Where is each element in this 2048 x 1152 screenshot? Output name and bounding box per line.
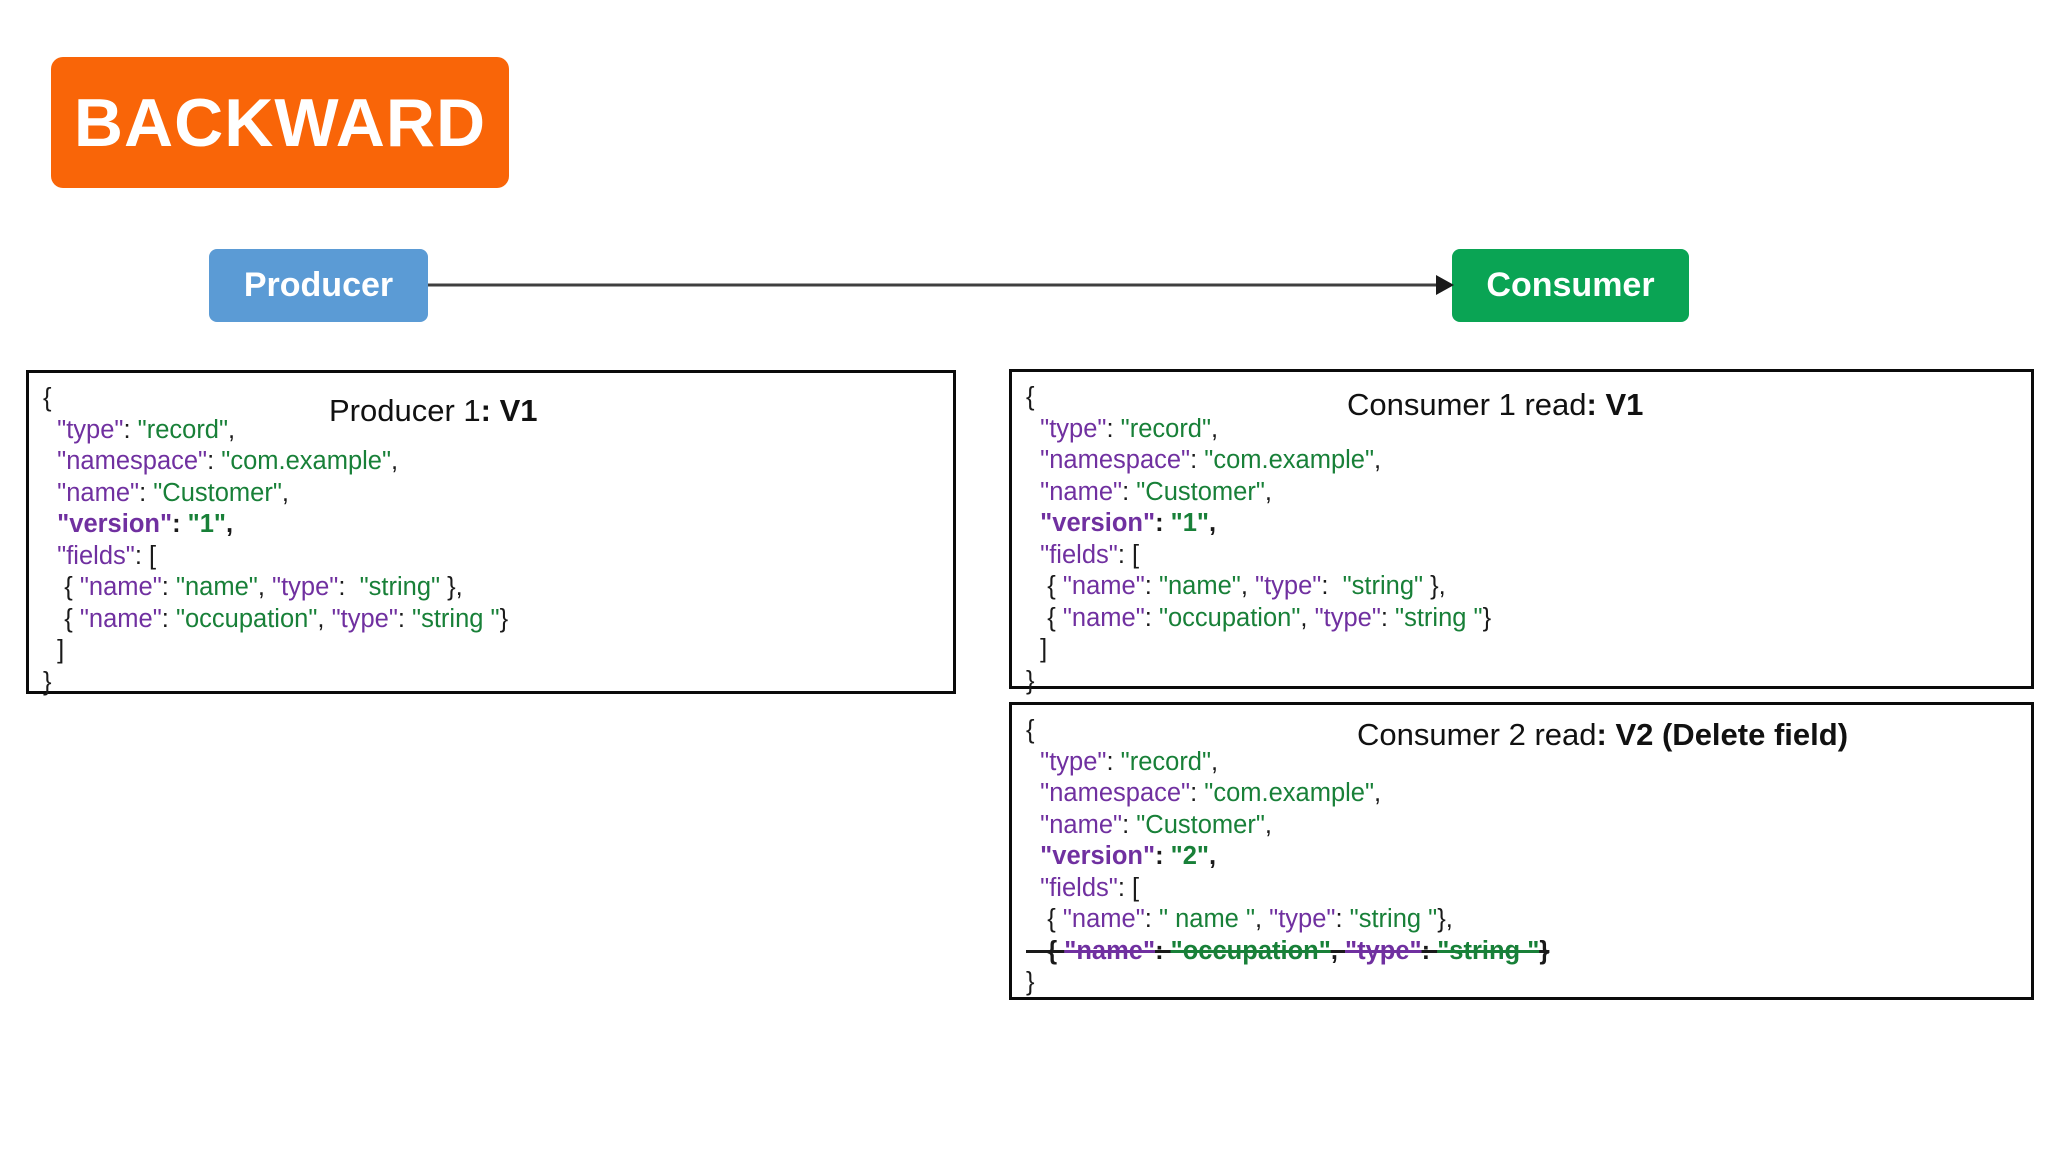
code-line: "version": "1", [43,510,234,538]
code-line: { [43,384,52,412]
consumer2-schema-code: { "type": "record", "namespace": "com.ex… [1026,715,1549,999]
code-line: "namespace": "com.example", [1026,779,1382,807]
producer1-schema-code: { "type": "record", "namespace": "com.ex… [43,383,508,698]
code-line: ] [43,636,65,664]
consumer-label: Consumer [1486,266,1655,304]
producer1-schema-box: Producer 1: V1 { "type": "record", "name… [26,370,956,696]
code-line: "version": "2", [1026,842,1217,870]
code-line: } [1026,666,1035,695]
code-line: { "name": "occupation", "type": "string … [1026,936,1550,965]
consumer2-title-plain: Consumer 2 read [1357,717,1597,752]
code-line: { "name": "occupation", "type": "string … [1026,603,1492,632]
code-line: "namespace": "com.example", [43,447,399,475]
code-line: ] [1026,635,1048,663]
code-line: { "name": " name ", "type": "string "}, [1026,905,1453,933]
code-line: } [43,667,52,696]
code-line: "namespace": "com.example", [1026,446,1382,474]
code-line: "fields": [ [43,541,157,570]
code-line: "type": "record", [1026,747,1219,776]
consumer2-box-title: Consumer 2 read: V2 (Delete field) [1357,717,1848,753]
consumer1-schema-code: { "type": "record", "namespace": "com.ex… [1026,382,1491,697]
producer1-title-plain: Producer 1 [329,393,481,428]
code-line: "name": "Customer", [1026,477,1272,506]
backward-badge-label: BACKWARD [73,84,487,161]
producer1-box-title: Producer 1: V1 [329,393,538,429]
consumer1-title-version: : V1 [1586,387,1644,422]
code-line: "version": "1", [1026,509,1217,537]
producer1-title-version: : V1 [480,393,538,428]
consumer-node: Consumer [1452,249,1689,322]
producer-node: Producer [209,249,428,322]
code-line: "type": "record", [1026,414,1219,443]
code-line: "type": "record", [43,415,236,444]
code-line: { "name": "name", "type": "string" }, [43,573,463,601]
consumer1-title-plain: Consumer 1 read [1347,387,1587,422]
consumer2-title-version: : V2 (Delete field) [1596,717,1849,752]
code-line: "name": "Customer", [43,478,289,507]
backward-compatibility-badge: BACKWARD [51,57,509,188]
producer-to-consumer-arrow [428,262,1454,308]
code-line: { [1026,716,1035,744]
code-line: { "name": "name", "type": "string" }, [1026,572,1446,600]
consumer1-schema-box: Consumer 1 read: V1 { "type": "record", … [1009,369,2034,695]
code-line: } [1026,968,1035,996]
code-line: "fields": [ [1026,873,1140,902]
producer-label: Producer [243,266,394,304]
consumer1-box-title: Consumer 1 read: V1 [1347,387,1643,423]
consumer2-schema-box: Consumer 2 read: V2 (Delete field) { "ty… [1009,702,2034,1000]
code-line: { [1026,383,1035,411]
code-line: { "name": "occupation", "type": "string … [43,604,509,633]
arrow-icon [428,275,1454,295]
code-line: "name": "Customer", [1026,810,1272,839]
code-line: "fields": [ [1026,540,1140,569]
